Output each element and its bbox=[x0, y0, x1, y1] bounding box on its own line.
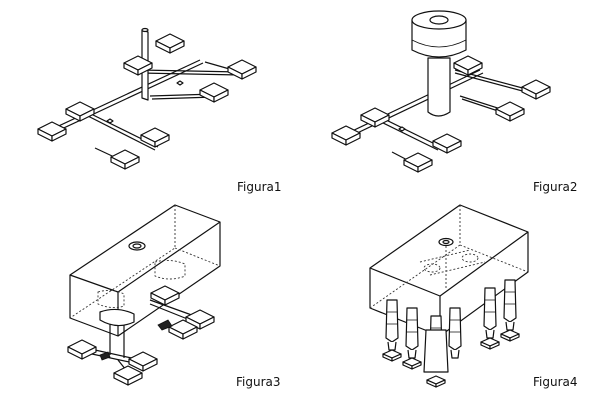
figure-2-sprue-tree-with-cup: Figura2 bbox=[331, 10, 578, 194]
figure-1-caption: Figura1 bbox=[237, 180, 282, 194]
figure-3-caption: Figura3 bbox=[236, 375, 281, 389]
figure-1-wax-pattern-tree: Figura1 bbox=[37, 27, 282, 194]
figure-4-cast-tree-in-mold: Figura4 bbox=[369, 204, 578, 389]
figure-3-investment-mold: Figura3 bbox=[67, 204, 281, 389]
figure-2-caption: Figura2 bbox=[533, 180, 578, 194]
figure-4-caption: Figura4 bbox=[533, 375, 578, 389]
